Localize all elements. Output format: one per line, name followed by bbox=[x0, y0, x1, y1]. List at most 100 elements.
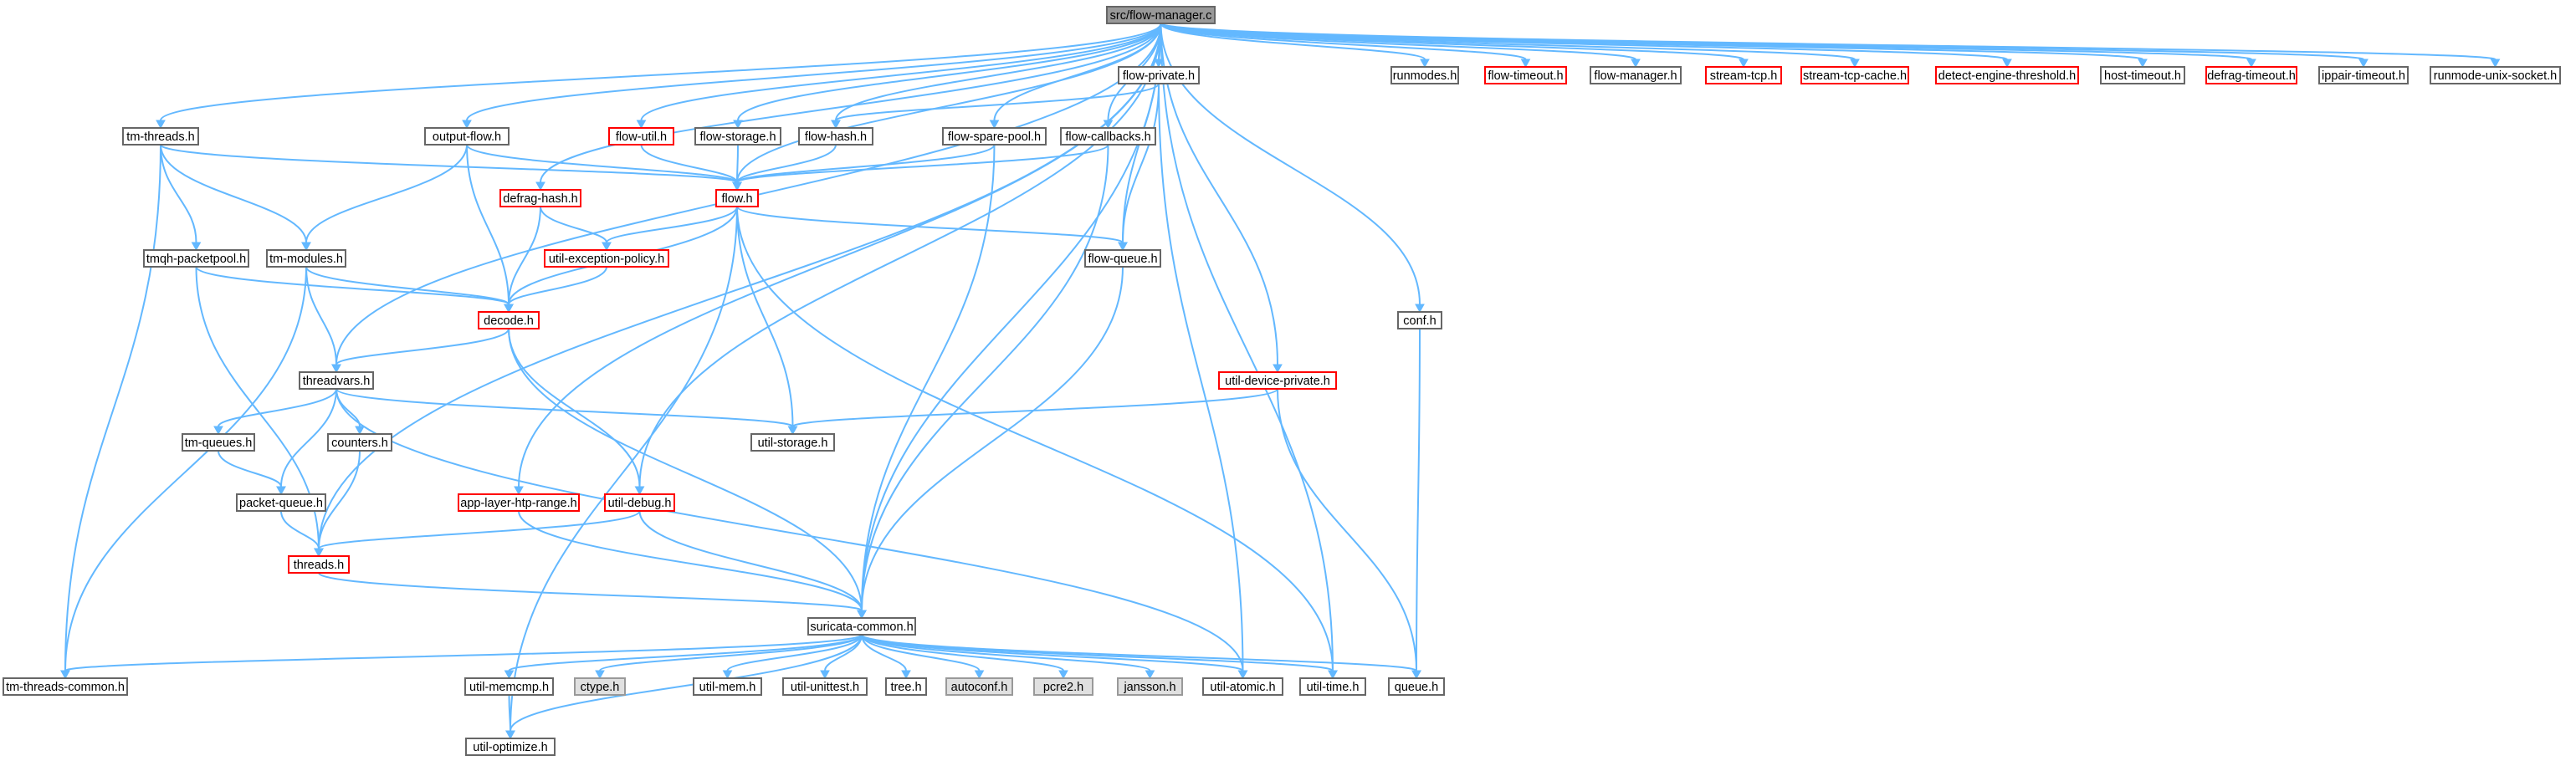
node-tm-modules-h[interactable]: tm-modules.h bbox=[266, 249, 346, 268]
node-label: runmodes.h bbox=[1393, 69, 1457, 83]
node-flow-manager-c[interactable]: src/flow-manager.c bbox=[1106, 6, 1216, 24]
node-util-debug-h[interactable]: util-debug.h bbox=[604, 493, 675, 512]
edge-line bbox=[736, 144, 1109, 183]
node-flow-private-h[interactable]: flow-private.h bbox=[1118, 66, 1200, 84]
edge-line bbox=[1160, 23, 2497, 60]
node-suricata-common-h[interactable]: suricata-common.h bbox=[807, 617, 916, 636]
node-util-memcmp-h[interactable]: util-memcmp.h bbox=[464, 677, 554, 696]
node-flow-h[interactable]: flow.h bbox=[715, 189, 759, 207]
node-decode-h[interactable]: decode.h bbox=[478, 311, 540, 329]
node-box bbox=[1800, 66, 1909, 84]
node-threadvars-h[interactable]: threadvars.h bbox=[299, 371, 374, 390]
edge-suricata-common-h-to-util-atomic-h bbox=[861, 634, 1248, 680]
node-flow-util-h[interactable]: flow-util.h bbox=[608, 127, 674, 146]
node-detect-engine-threshold-h[interactable]: detect-engine-threshold.h bbox=[1935, 66, 2079, 84]
node-flow-storage-h[interactable]: flow-storage.h bbox=[694, 127, 781, 146]
edge-line bbox=[726, 634, 863, 672]
edge-line bbox=[540, 23, 1162, 183]
node-app-layer-htp-range-h[interactable]: app-layer-htp-range.h bbox=[458, 493, 580, 512]
node-flow-hash-h[interactable]: flow-hash.h bbox=[798, 127, 873, 146]
node-stream-tcp-cache-h[interactable]: stream-tcp-cache.h bbox=[1800, 66, 1909, 84]
node-jansson-h[interactable]: jansson.h bbox=[1117, 677, 1183, 696]
node-util-storage-h[interactable]: util-storage.h bbox=[750, 433, 835, 452]
node-autoconf-h[interactable]: autoconf.h bbox=[945, 677, 1013, 696]
edge-arrowhead bbox=[462, 120, 472, 130]
edge-line bbox=[861, 144, 996, 611]
edge-tm-threads-h-to-tm-threads-common-h bbox=[60, 144, 161, 680]
node-label: flow-util.h bbox=[616, 130, 667, 144]
node-label: util-unittest.h bbox=[791, 681, 859, 694]
node-tm-threads-common-h[interactable]: tm-threads-common.h bbox=[3, 677, 128, 696]
node-util-atomic-h[interactable]: util-atomic.h bbox=[1202, 677, 1283, 696]
node-stream-tcp-h[interactable]: stream-tcp.h bbox=[1705, 66, 1782, 84]
node-util-mem-h[interactable]: util-mem.h bbox=[693, 677, 762, 696]
node-label: flow-storage.h bbox=[699, 130, 776, 144]
node-box bbox=[143, 249, 249, 268]
node-label: util-mem.h bbox=[699, 681, 756, 694]
edge-flow-manager-c-to-util-time-h bbox=[1160, 23, 1338, 680]
node-tm-queues-h[interactable]: tm-queues.h bbox=[182, 433, 255, 452]
node-tmqh-packetpool-h[interactable]: tmqh-packetpool.h bbox=[143, 249, 249, 268]
edge-line bbox=[736, 23, 1162, 183]
edge-line bbox=[540, 206, 607, 243]
edge-line bbox=[160, 144, 307, 243]
node-box bbox=[327, 433, 392, 452]
node-box bbox=[478, 311, 540, 329]
node-packet-queue-h[interactable]: packet-queue.h bbox=[236, 493, 326, 512]
node-queue-h[interactable]: queue.h bbox=[1388, 677, 1445, 696]
node-label: jansson.h bbox=[1123, 681, 1175, 694]
node-tm-threads-h[interactable]: tm-threads.h bbox=[122, 127, 199, 146]
node-util-time-h[interactable]: util-time.h bbox=[1299, 677, 1366, 696]
node-host-timeout-h[interactable]: host-timeout.h bbox=[2100, 66, 2185, 84]
edge-line bbox=[736, 144, 996, 183]
edge-line bbox=[318, 572, 863, 611]
edge-tm-threads-h-to-tmqh-packetpool-h bbox=[160, 144, 202, 252]
node-flow-timeout-h[interactable]: flow-timeout.h bbox=[1484, 66, 1567, 84]
node-box bbox=[608, 127, 674, 146]
node-label: packet-queue.h bbox=[239, 497, 323, 510]
node-label: defrag-timeout.h bbox=[2207, 69, 2296, 83]
edge-arrowhead bbox=[1145, 670, 1155, 680]
node-box bbox=[1033, 677, 1093, 696]
edge-output-flow-h-to-tm-modules-h bbox=[301, 144, 468, 252]
node-label: src/flow-manager.c bbox=[1110, 9, 1212, 23]
node-label: autoconf.h bbox=[951, 681, 1008, 694]
node-tree-h[interactable]: tree.h bbox=[885, 677, 927, 696]
node-ippair-timeout-h[interactable]: ippair-timeout.h bbox=[2318, 66, 2409, 84]
node-label: tm-modules.h bbox=[269, 253, 343, 266]
node-defrag-timeout-h[interactable]: defrag-timeout.h bbox=[2205, 66, 2297, 84]
node-conf-h[interactable]: conf.h bbox=[1397, 311, 1442, 329]
node-output-flow-h[interactable]: output-flow.h bbox=[424, 127, 510, 146]
edge-threads-h-to-suricata-common-h bbox=[318, 572, 867, 620]
node-util-unittest-h[interactable]: util-unittest.h bbox=[782, 677, 868, 696]
node-threads-h[interactable]: threads.h bbox=[288, 555, 350, 574]
node-ctype-h[interactable]: ctype.h bbox=[574, 677, 626, 696]
node-util-device-private-h[interactable]: util-device-private.h bbox=[1218, 371, 1337, 390]
node-box bbox=[1299, 677, 1366, 696]
edge-line bbox=[1160, 23, 1334, 672]
edge-tm-modules-h-to-tm-threads-common-h bbox=[60, 266, 307, 680]
node-runmodes-h[interactable]: runmodes.h bbox=[1390, 66, 1459, 84]
node-counters-h[interactable]: counters.h bbox=[327, 433, 392, 452]
node-label: util-storage.h bbox=[758, 437, 828, 450]
edge-line bbox=[861, 634, 1064, 672]
node-box bbox=[798, 127, 873, 146]
edge-line bbox=[736, 206, 1124, 243]
node-runmode-unix-socket-h[interactable]: runmode-unix-socket.h bbox=[2430, 66, 2561, 84]
node-flow-queue-h[interactable]: flow-queue.h bbox=[1084, 249, 1161, 268]
node-label: flow-manager.h bbox=[1594, 69, 1677, 83]
edge-arrowhead bbox=[2246, 59, 2256, 69]
node-flow-spare-pool-h[interactable]: flow-spare-pool.h bbox=[942, 127, 1047, 146]
node-flow-manager-h[interactable]: flow-manager.h bbox=[1590, 66, 1682, 84]
node-pcre2-h[interactable]: pcre2.h bbox=[1033, 677, 1093, 696]
edge-arrowhead bbox=[974, 670, 985, 680]
node-label: conf.h bbox=[1403, 314, 1437, 328]
edge-conf-h-to-queue-h bbox=[1411, 328, 1421, 680]
node-box bbox=[1118, 66, 1200, 84]
node-util-exception-policy-h[interactable]: util-exception-policy.h bbox=[544, 249, 669, 268]
node-defrag-hash-h[interactable]: defrag-hash.h bbox=[499, 189, 581, 207]
edge-line bbox=[1160, 23, 1527, 60]
node-util-optimize-h[interactable]: util-optimize.h bbox=[465, 738, 556, 756]
node-flow-callbacks-h[interactable]: flow-callbacks.h bbox=[1060, 127, 1156, 146]
